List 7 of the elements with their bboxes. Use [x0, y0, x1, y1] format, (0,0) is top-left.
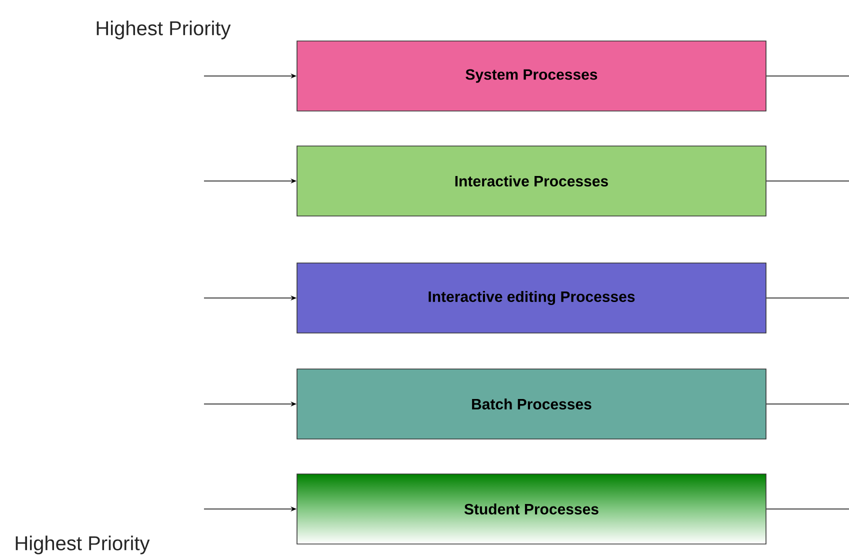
priority-label: Highest Priority: [16, 536, 150, 554]
process-box: Interactive editing Processes: [296, 262, 766, 334]
process-box: System Processes: [296, 40, 766, 112]
process-box: Batch Processes: [296, 368, 766, 440]
process-box: Student Processes: [296, 474, 766, 544]
priority-label: Highest Priority: [96, 20, 231, 40]
process-box: Interactive Processes: [296, 146, 766, 216]
